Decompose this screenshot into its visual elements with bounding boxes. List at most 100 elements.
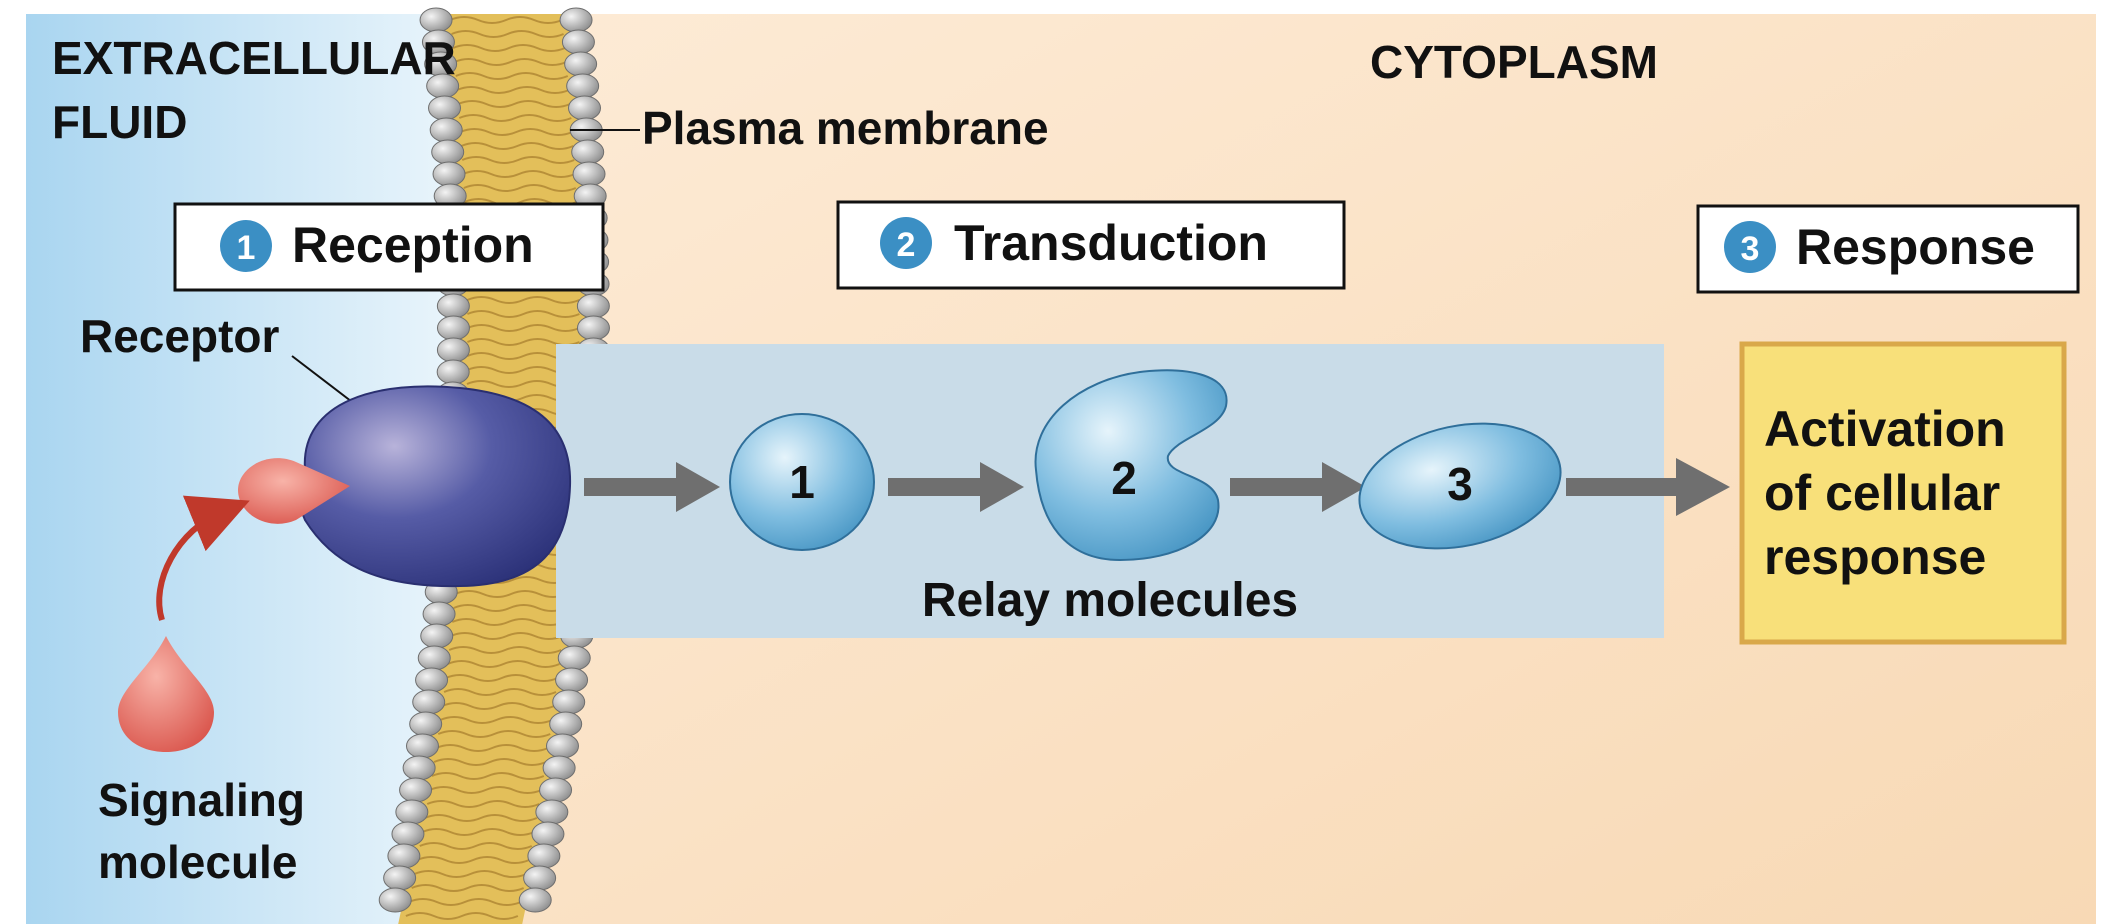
phospholipid-head: [383, 865, 417, 891]
phospholipid-head: [549, 711, 583, 737]
phospholipid-head: [405, 733, 439, 759]
receptor-leader-line: [291, 355, 361, 409]
signaling-molecule-label-line1: Signaling: [98, 774, 305, 826]
membrane-tail-line: [421, 828, 535, 836]
stage-title: Transduction: [954, 215, 1268, 271]
membrane-tail-line: [454, 58, 567, 66]
phospholipid-head: [557, 645, 591, 671]
phospholipid-head: [552, 689, 586, 715]
stage-badge: [220, 220, 272, 272]
phospholipid-head: [561, 29, 595, 55]
membrane-tail-line: [424, 814, 538, 822]
membrane-tail-line: [408, 898, 522, 906]
phospholipid-head: [559, 7, 593, 33]
plasma-membrane-label: Plasma membrane: [642, 102, 1049, 154]
membrane-tail-line: [461, 156, 575, 164]
phospholipid-head: [420, 623, 454, 649]
phospholipid-head: [518, 887, 552, 913]
phospholipid-head: [571, 139, 605, 165]
response-box: [1739, 341, 2067, 645]
membrane-tail-line: [405, 912, 519, 920]
relay-molecule-number: 3: [1447, 458, 1473, 510]
membrane-tail-line: [454, 590, 568, 598]
phospholipid-head: [566, 73, 600, 99]
stage-box: [1696, 204, 2080, 294]
membrane-tail-line: [443, 688, 557, 696]
membrane-tail-line: [448, 646, 562, 654]
membrane-tail-line: [435, 744, 549, 752]
phospholipid-head: [432, 161, 466, 187]
phospholipid-head: [395, 799, 429, 825]
phospholipid-head: [409, 711, 443, 737]
stage-badge: [1724, 221, 1776, 273]
flow-arrow-1: [584, 462, 720, 512]
membrane-tail-line: [460, 142, 574, 150]
relay-molecule-number: 2: [1111, 452, 1137, 504]
phospholipid-head: [545, 733, 579, 759]
phospholipid-head: [378, 887, 412, 913]
phospholipid-head: [436, 359, 470, 385]
membrane-tail-line: [462, 170, 576, 178]
bound-signal-molecule: [238, 458, 350, 524]
response-line1: Activation: [1764, 401, 2006, 457]
phospholipid-head: [387, 843, 421, 869]
phospholipid-head: [572, 161, 606, 187]
phospholipid-head: [402, 755, 436, 781]
phospholipid-head: [428, 95, 462, 121]
membrane-tail-line: [449, 16, 563, 24]
membrane-tail-line: [457, 100, 571, 108]
receptor-protein: [298, 385, 572, 588]
phospholipid-head: [535, 799, 569, 825]
phospholipid-head: [564, 51, 598, 77]
cytoplasm-label: CYTOPLASM: [1370, 36, 1658, 88]
membrane-tail-line: [453, 604, 567, 612]
phospholipid-head: [531, 821, 565, 847]
stage-transduction: 2 Transduction: [836, 200, 1346, 290]
relay-molecule-1: 1: [729, 413, 875, 551]
stage-reception: 1 Reception: [173, 202, 605, 292]
stage-title: Response: [1796, 219, 2035, 275]
phospholipid-head: [412, 689, 446, 715]
membrane-tail-line: [414, 870, 527, 878]
response-line3: response: [1764, 529, 1986, 585]
membrane-tail-line: [447, 660, 560, 668]
phospholipid-head: [415, 667, 449, 693]
membrane-tail-line: [439, 716, 553, 724]
binding-arrow: [156, 495, 250, 621]
relay-molecules-label: Relay molecules: [922, 574, 1298, 627]
phospholipid-head: [576, 315, 610, 341]
flow-arrow-4: [1566, 458, 1730, 516]
membrane-tail-line: [437, 730, 551, 738]
phospholipid-head: [568, 95, 602, 121]
phospholipid-head: [431, 139, 465, 165]
phospholipid-head: [576, 293, 610, 319]
phospholipid-head: [542, 755, 576, 781]
membrane-tail-line: [456, 86, 570, 94]
flow-arrow-3: [1230, 462, 1366, 512]
membrane-tail-line: [450, 632, 564, 640]
membrane-tail-line: [429, 786, 542, 794]
phospholipid-head: [399, 777, 433, 803]
extracellular-label-line1: EXTRACELLULAR: [52, 32, 456, 84]
relay-molecule-number: 1: [789, 456, 815, 508]
phospholipid-head: [527, 843, 561, 869]
membrane-tail-line: [458, 114, 572, 122]
phospholipid-head: [422, 601, 456, 627]
membrane-tail-line: [441, 702, 555, 710]
stage-box: [836, 200, 1346, 290]
membrane-tail-line: [431, 772, 545, 780]
phospholipid-head: [555, 667, 589, 693]
signaling-molecule-label-line2: molecule: [98, 836, 297, 888]
membrane-tail-line: [419, 842, 533, 850]
membrane-tail-line: [467, 310, 580, 318]
phospholipid-head: [417, 645, 451, 671]
membrane-tail-line: [466, 296, 580, 304]
membrane-tail-line: [445, 674, 559, 682]
receptor-label: Receptor: [80, 310, 279, 362]
membrane-tail-line: [451, 618, 565, 626]
phospholipid-head: [539, 777, 573, 803]
stage-number: 2: [897, 226, 916, 264]
free-signal-molecule: [118, 636, 214, 752]
membrane-tail-line: [426, 800, 540, 808]
